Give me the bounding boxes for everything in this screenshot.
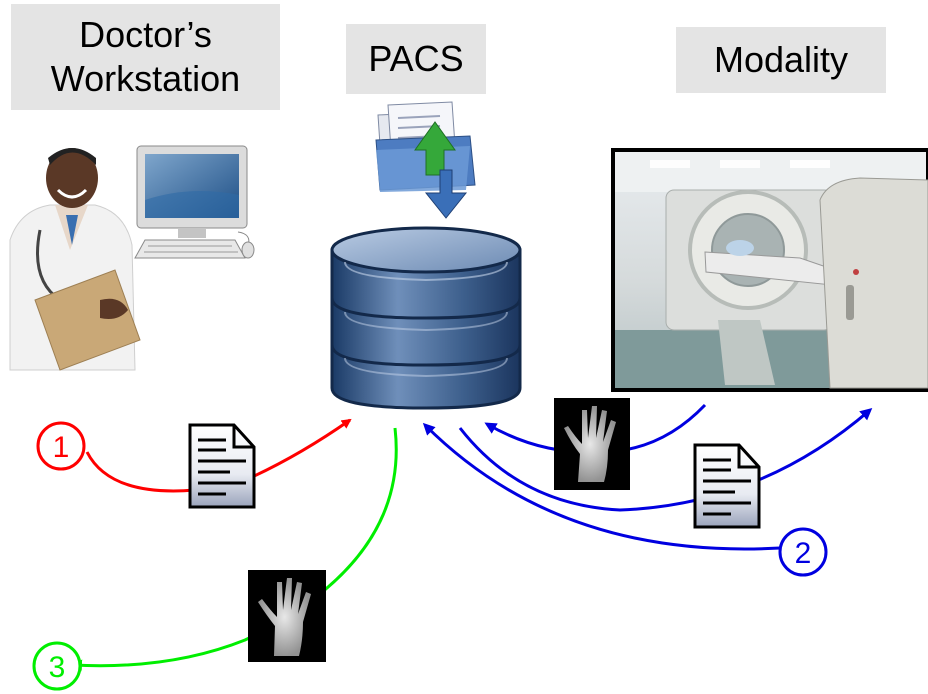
step-2-number: 2 — [795, 537, 812, 570]
modality-label: Modality — [676, 27, 886, 93]
step-3-number: 3 — [49, 651, 66, 684]
doctor-photo — [0, 148, 141, 371]
computer-icon — [134, 145, 255, 259]
hand-xray-icon — [554, 398, 630, 490]
pacs-label: PACS — [346, 24, 486, 94]
blue-arrow-mid — [458, 408, 873, 512]
database-icon — [330, 226, 522, 410]
ct-scanner-photo — [611, 148, 928, 392]
step-1-circle: 1 — [36, 421, 86, 471]
hand-xray-icon — [248, 570, 326, 662]
step-2-circle: 2 — [778, 527, 828, 577]
blue-arrow-lower — [422, 422, 781, 551]
doctor-label-line-1: Doctor’s — [79, 14, 212, 55]
folder-transfer-icon — [375, 101, 476, 219]
step-3-circle: 3 — [32, 641, 82, 691]
doctor-label-line-2: Workstation — [50, 58, 241, 99]
document-icon — [693, 443, 761, 529]
step-1-number: 1 — [53, 431, 70, 464]
doctor-workstation-label: Doctor’s Workstation — [11, 4, 280, 110]
document-icon — [188, 423, 256, 509]
